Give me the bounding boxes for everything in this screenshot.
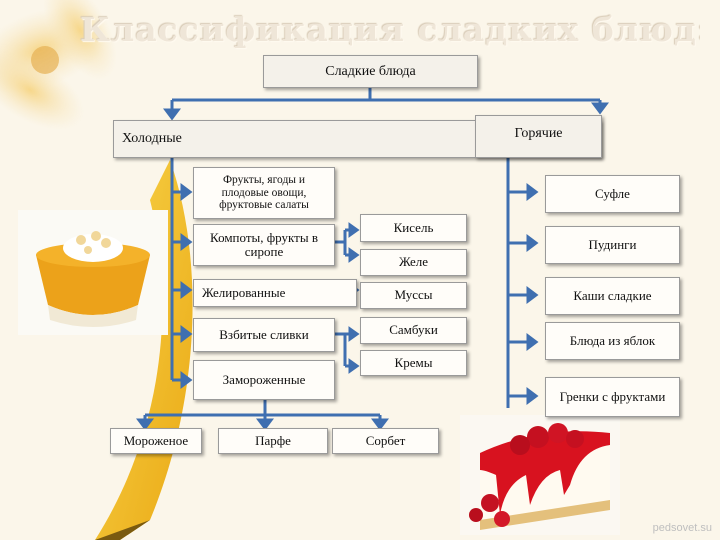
hot-item-sweet-porridge: Каши сладкие [545, 277, 680, 315]
middle-item-kissel: Кисель [360, 214, 467, 242]
hot-branch-header: Горячие [475, 115, 602, 158]
cold-item-compotes: Компоты, фрукты в сиропе [193, 224, 335, 266]
frozen-item-parfait: Парфе [218, 428, 328, 454]
cold-item-jellied: Желированные [193, 279, 357, 307]
frozen-item-ice-cream: Мороженое [110, 428, 202, 454]
middle-item-creams: Кремы [360, 350, 467, 376]
cheesecake-photo [460, 415, 620, 535]
middle-item-jelly: Желе [360, 249, 467, 276]
hot-item-apple-dishes: Блюда из яблок [545, 322, 680, 360]
cold-item-whipped-cream: Взбитые сливки [193, 318, 335, 352]
root-node: Сладкие блюда [263, 55, 478, 88]
middle-item-mousses: Муссы [360, 282, 467, 309]
hot-item-souffle: Суфле [545, 175, 680, 213]
middle-item-sambuki: Самбуки [360, 317, 467, 344]
watermark: pedsovet.su [652, 522, 712, 534]
hot-item-toasts: Гренки с фруктами [545, 377, 680, 417]
slide-title: Классификация сладких блюд: [80, 10, 700, 49]
dessert-cup-photo [18, 210, 168, 335]
frozen-item-sorbet: Сорбет [332, 428, 439, 454]
hot-item-puddings: Пудинги [545, 226, 680, 264]
cold-item-frozen: Замороженные [193, 360, 335, 400]
flower-decoration [0, 0, 117, 130]
cold-item-fruits: Фрукты, ягоды и плодовые овощи, фруктовы… [193, 167, 335, 219]
